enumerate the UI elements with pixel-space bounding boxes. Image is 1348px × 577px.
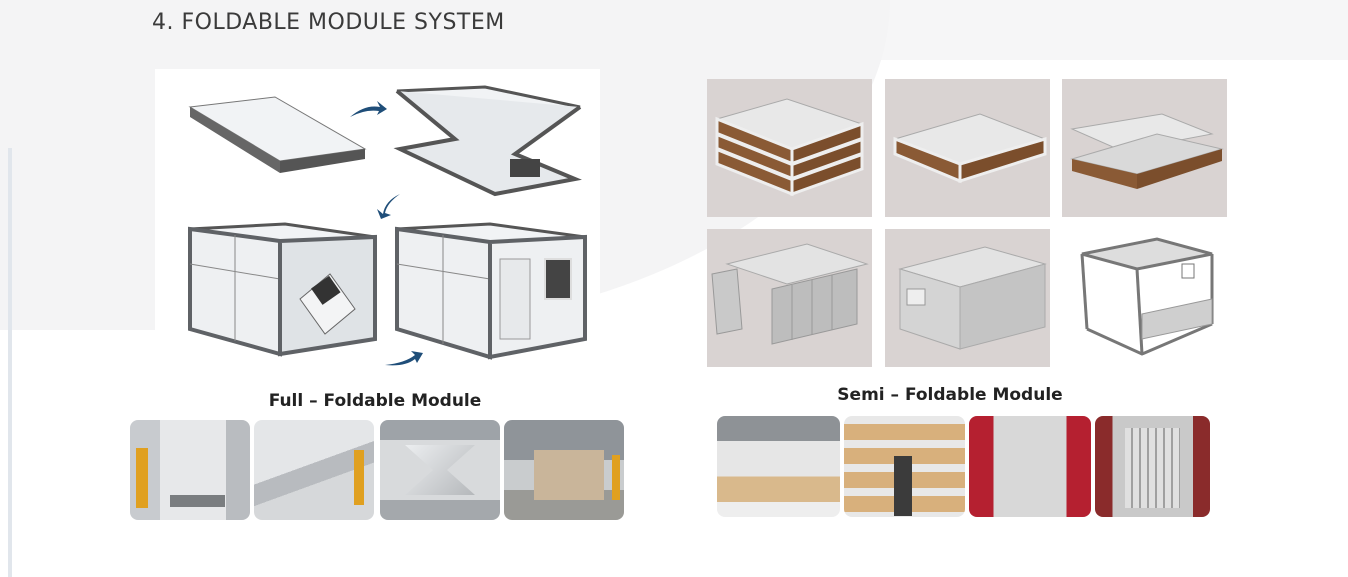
full-foldable-photo-2: [254, 420, 374, 520]
walls-unfolding-sketch: [711, 243, 869, 345]
opening-module: [188, 222, 377, 357]
semi-roof-lifted-tile: [1062, 79, 1227, 217]
full-foldable-photo-3: [380, 420, 500, 520]
semi-foldable-photo-4: [1095, 416, 1210, 517]
semi-foldable-photo-2: [844, 416, 965, 517]
semi-foldable-photo-1: [717, 416, 840, 517]
assembled-container-sketch: [898, 246, 1047, 350]
folded-flat-module: [188, 96, 367, 173]
frame-structure-sketch: [1080, 237, 1214, 356]
full-foldable-caption: Full – Foldable Module: [268, 391, 482, 411]
arrow-icon: [350, 101, 387, 117]
full-foldable-photo-4: [504, 420, 624, 520]
semi-frame-tile: [1062, 229, 1227, 367]
semi-foldable-photo-3: [969, 416, 1091, 517]
semi-single-pack-tile: [885, 79, 1050, 217]
semi-stacked-tile: [707, 79, 872, 217]
semi-foldable-caption: Semi – Foldable Module: [837, 385, 1063, 405]
roof-lifted-sketch: [1070, 113, 1224, 189]
full-foldable-photo-1: [130, 420, 250, 520]
page-title: 4. FOLDABLE MODULE SYSTEM: [152, 10, 505, 35]
side-accent-bar: [8, 148, 12, 577]
semi-walls-unfolding-tile: [707, 229, 872, 367]
single-pack-sketch: [893, 113, 1047, 184]
assembled-module: [395, 222, 587, 360]
semi-assembled-tile: [885, 229, 1050, 367]
arrow-icon: [385, 351, 423, 366]
arrow-icon: [377, 194, 400, 219]
unfolding-module: [393, 85, 582, 197]
stacked-modules-sketch: [715, 98, 864, 197]
full-foldable-diagram: [155, 69, 600, 369]
